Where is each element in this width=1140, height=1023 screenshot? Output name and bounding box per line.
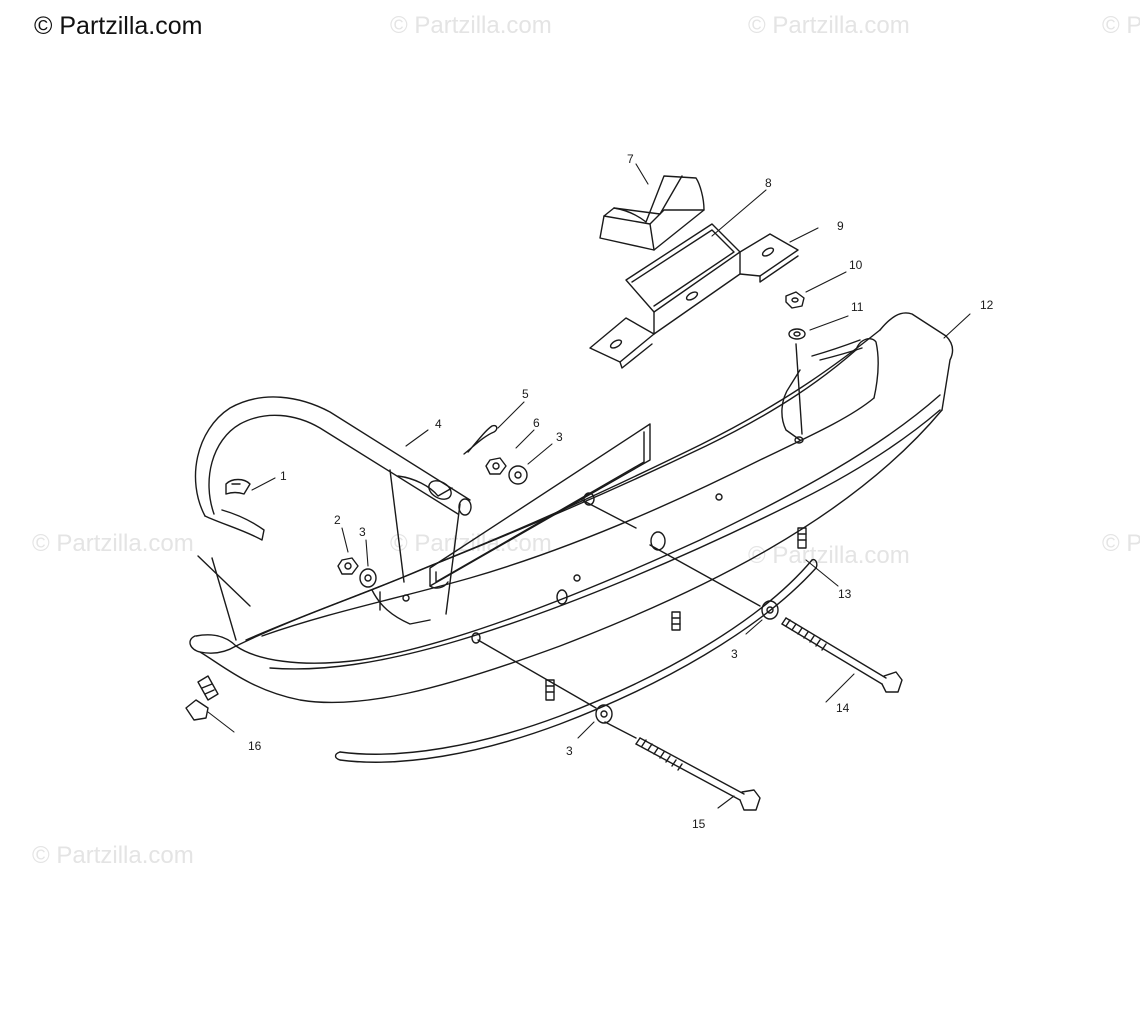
callout-label: 3 bbox=[566, 744, 573, 758]
callout-label: 14 bbox=[836, 701, 850, 715]
bolt-15 bbox=[635, 737, 761, 811]
washers-and-nuts bbox=[337, 291, 806, 739]
watermark: © Partzilla.com bbox=[32, 842, 194, 869]
callout-numbers: 1 2 3 4 5 6 3 7 8 9 10 11 12 13 14 3 3 1… bbox=[248, 152, 994, 831]
ski-body bbox=[189, 312, 954, 704]
callout-label: 3 bbox=[359, 525, 366, 539]
callout-label: 15 bbox=[692, 817, 706, 831]
watermark: © Partzilla.com bbox=[390, 530, 552, 557]
callout-label: 4 bbox=[435, 417, 442, 431]
partzilla-brand-logo: © Partzilla.com bbox=[34, 12, 203, 40]
bolt-14 bbox=[781, 617, 903, 693]
callout-label: 12 bbox=[980, 298, 994, 312]
bolt-16 bbox=[185, 675, 219, 721]
watermark: © Partzilla.com bbox=[32, 530, 194, 557]
watermark: © P bbox=[1102, 12, 1140, 39]
callout-label: 11 bbox=[851, 300, 864, 314]
callout-label: 3 bbox=[731, 647, 738, 661]
ski-saddle-assembly bbox=[589, 175, 799, 369]
callout-label: 7 bbox=[627, 152, 634, 166]
wear-bar-runner bbox=[334, 527, 818, 763]
callout-label: 10 bbox=[849, 258, 863, 272]
callout-label: 16 bbox=[248, 739, 262, 753]
watermark: © Partzilla.com bbox=[390, 12, 552, 39]
callout-leaders bbox=[207, 163, 971, 809]
callout-label: 8 bbox=[765, 176, 772, 190]
callout-label: 3 bbox=[556, 430, 563, 444]
watermark: © Partzilla.com bbox=[748, 542, 910, 569]
callout-label: 2 bbox=[334, 513, 341, 527]
callout-label: 1 bbox=[280, 469, 287, 483]
watermark: © Partzilla.com bbox=[748, 12, 910, 39]
callout-label: 9 bbox=[837, 219, 844, 233]
watermark: © P bbox=[1102, 530, 1140, 557]
callout-label: 5 bbox=[522, 387, 529, 401]
ski-loop-handle bbox=[194, 396, 472, 641]
callout-label: 13 bbox=[838, 587, 852, 601]
callout-label: 6 bbox=[533, 416, 540, 430]
